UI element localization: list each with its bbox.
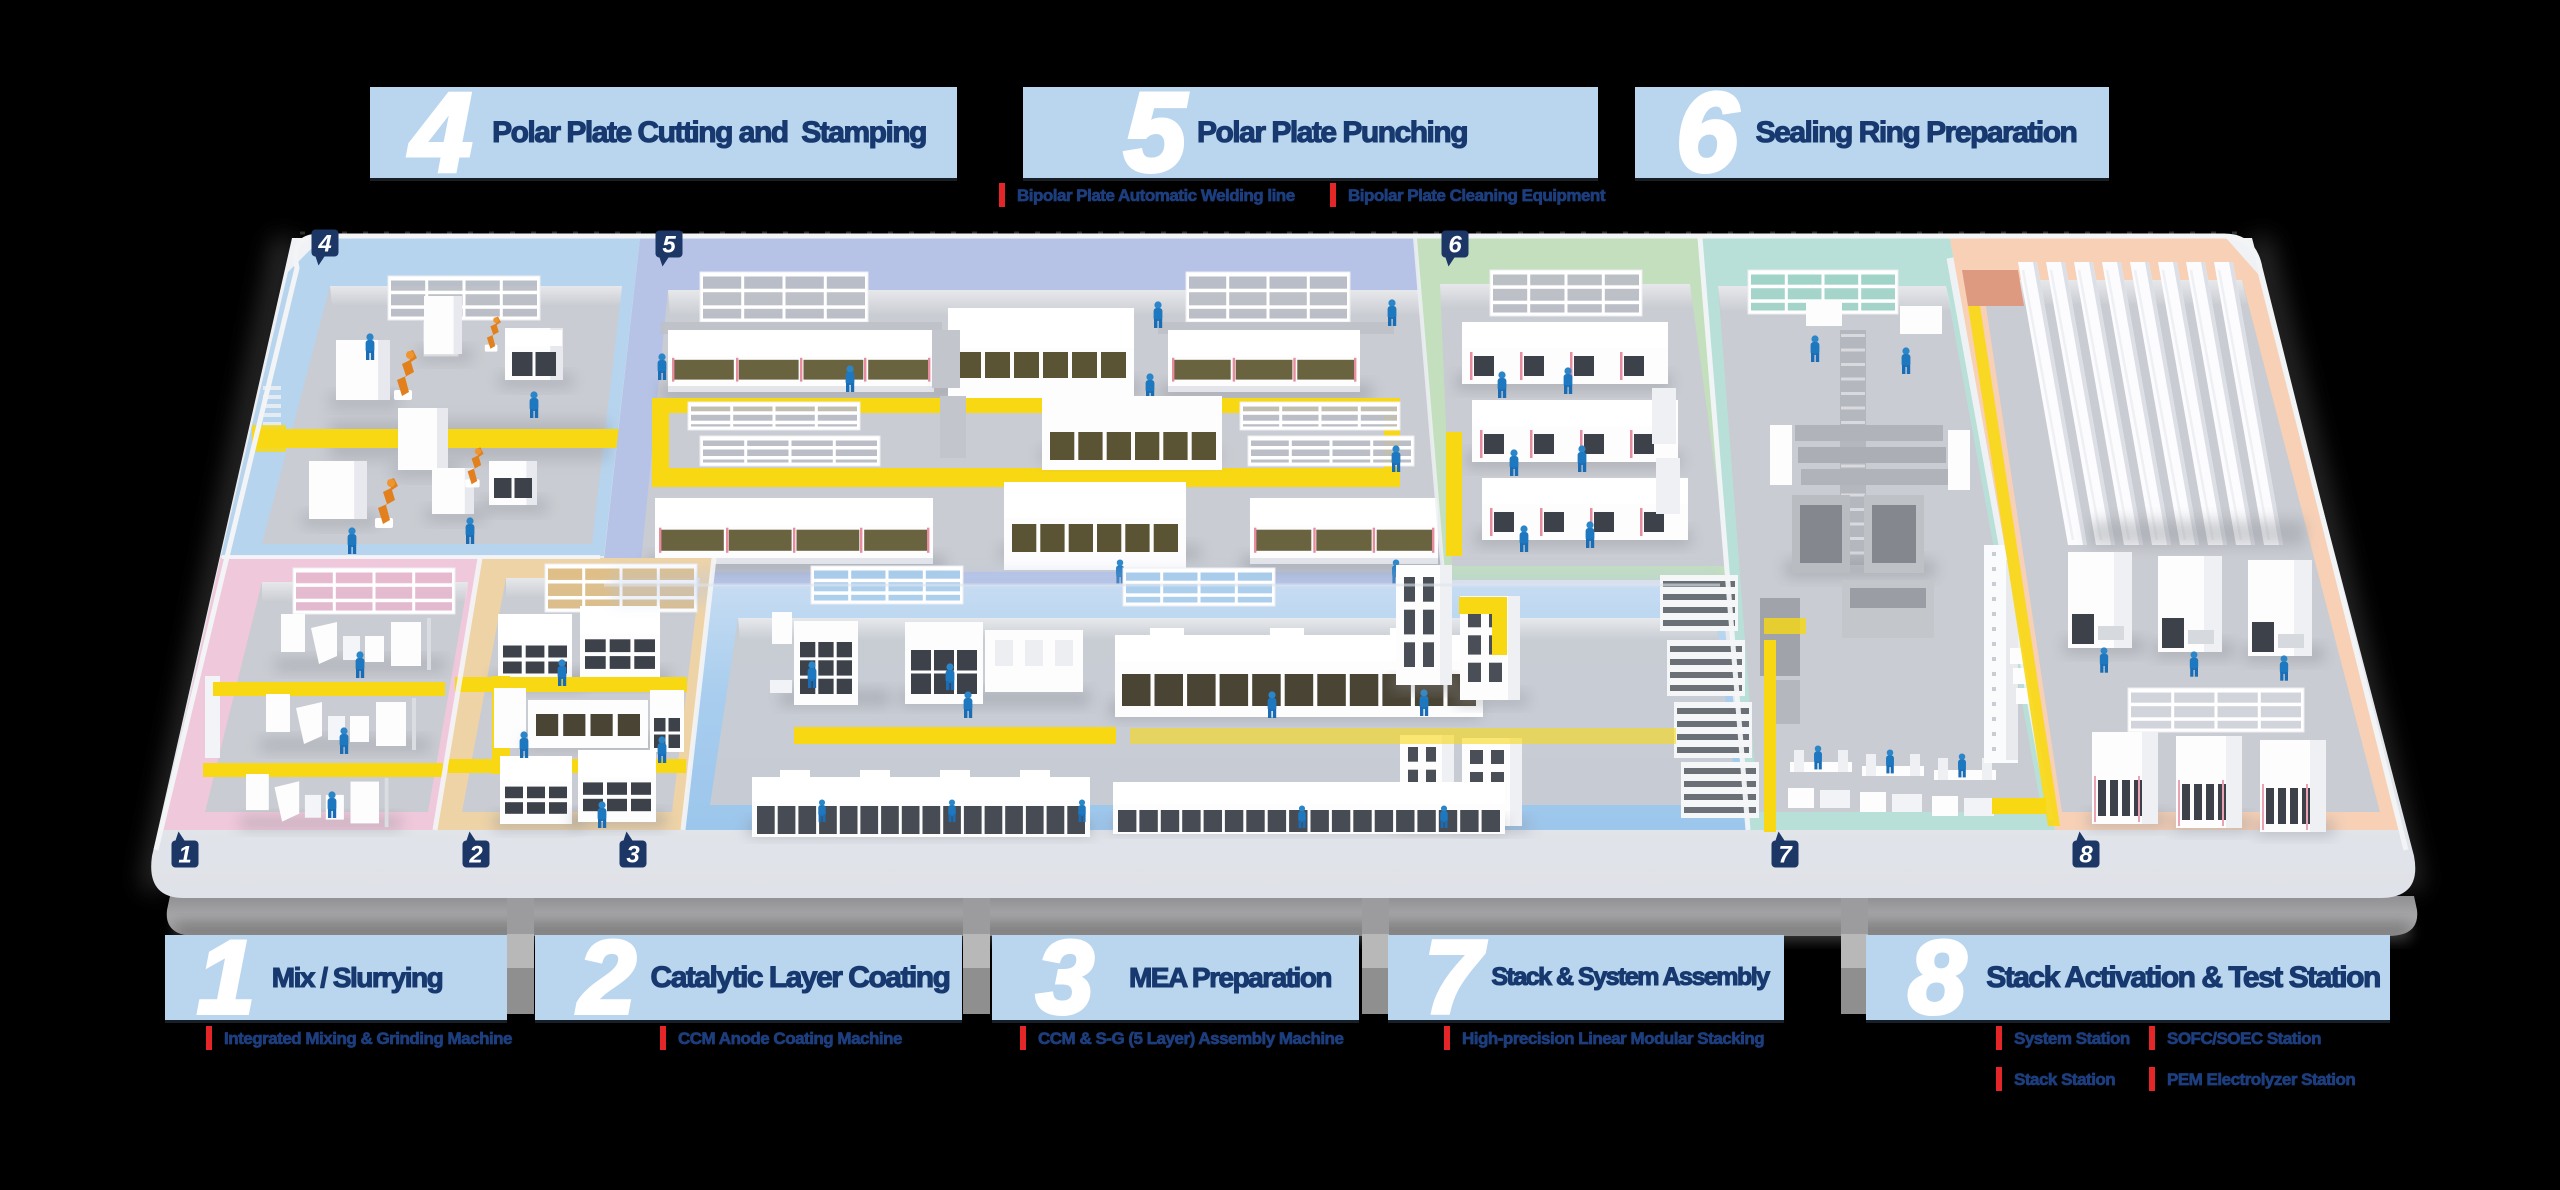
- svg-text:6: 6: [1448, 232, 1462, 259]
- svg-text:8: 8: [2079, 842, 2093, 869]
- svg-text:5: 5: [662, 232, 676, 259]
- svg-text:1: 1: [178, 842, 191, 869]
- svg-text:2: 2: [468, 842, 483, 869]
- svg-text:7: 7: [1778, 842, 1793, 869]
- svg-text:4: 4: [317, 231, 331, 258]
- svg-text:3: 3: [626, 842, 640, 869]
